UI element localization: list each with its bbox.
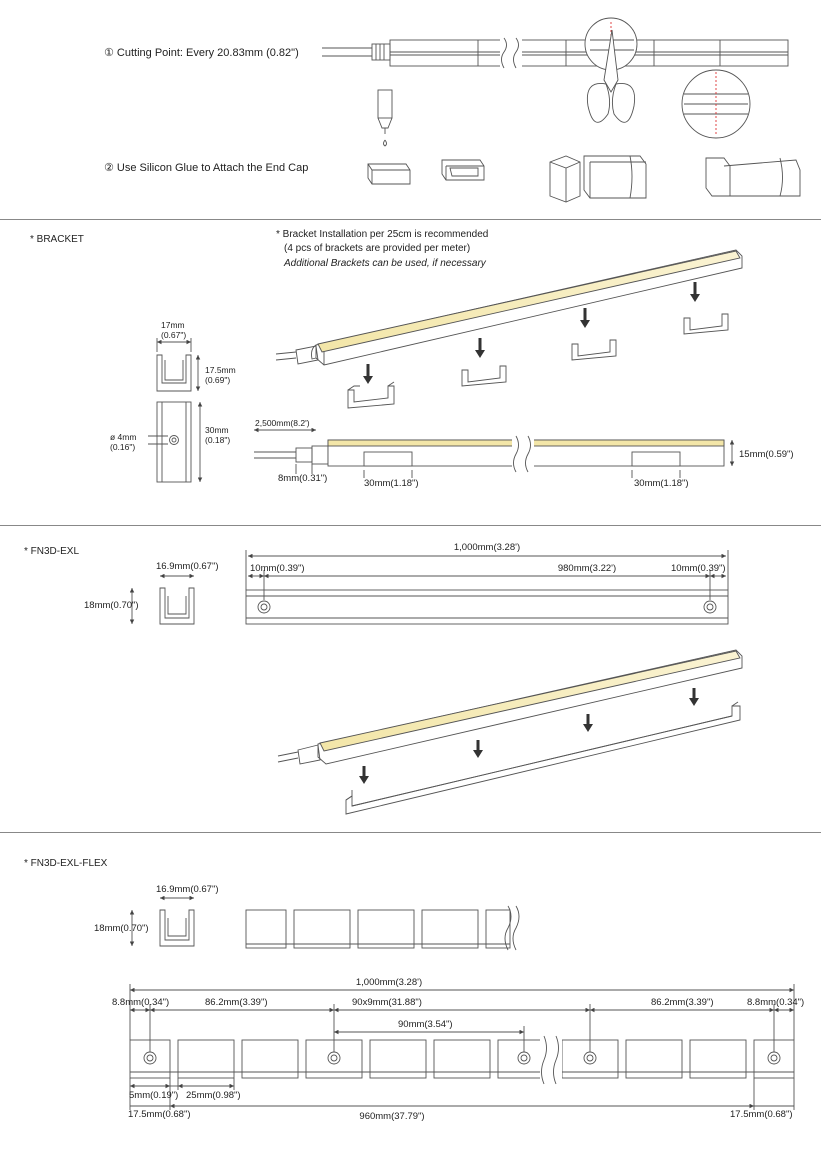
bracket-height-inch-label: (0.69") — [205, 375, 231, 385]
flex-section-title: * FN3D-EXL-FLEX — [24, 858, 108, 869]
profile-height-label: 15mm(0.59") — [739, 449, 794, 460]
bracket-width-inch-label: (0.67") — [161, 330, 187, 340]
exl-profile-section — [129, 573, 195, 625]
flex-left-end-label: 8.8mm(0.34") — [112, 997, 170, 1008]
flex-total-length-label: 1,000mm(3.28') — [355, 977, 423, 988]
exl-section-title: * FN3D-EXL — [24, 546, 80, 557]
bracket-hole-label: ø 4mm — [110, 432, 137, 442]
bracket-length-label: 30mm — [205, 425, 229, 435]
bracket-length-inch-label: (0.18") — [205, 435, 231, 445]
cable-length-label: 2,500mm(8.2') — [255, 418, 310, 428]
end-cap-note: ② Use Silicon Glue to Attach the End Cap — [104, 162, 309, 174]
end-cap-diagram — [367, 155, 801, 203]
exl-channel-front — [245, 550, 729, 625]
flex-channel-front — [129, 984, 795, 1110]
exl-total-length-label: 1,000mm(3.28') — [453, 542, 521, 553]
flex-right-end-label: 8.8mm(0.34") — [747, 997, 805, 1008]
bracket-spacing-label-2: 30mm(1.18") — [634, 478, 689, 489]
section-divider — [0, 525, 821, 526]
section-divider — [0, 832, 821, 833]
bracket-note-line3: Additional Brackets can be used, if nece… — [284, 258, 486, 269]
bracket-front-view — [156, 338, 201, 392]
exl-mid-length-label: 980mm(3.22') — [557, 563, 617, 574]
flex-inner-length-label: 960mm(37.79") — [359, 1111, 425, 1122]
bracket-section-title: * BRACKET — [30, 234, 84, 245]
flex-left-margin-label: 17.5mm(0.68") — [128, 1109, 191, 1120]
cutting-point-note: ① Cutting Point: Every 20.83mm (0.82") — [104, 47, 299, 59]
bracket-strip-iso — [275, 249, 743, 409]
flex-right-margin-label: 17.5mm(0.68") — [730, 1109, 793, 1120]
bracket-side-view — [148, 401, 203, 483]
section-divider — [0, 219, 821, 220]
exl-height-label: 18mm(0.70") — [84, 600, 139, 611]
flex-width-label: 16.9mm(0.67") — [156, 884, 219, 895]
exl-right-offset-label: 10mm(0.39") — [671, 563, 726, 574]
flex-profile-section — [129, 895, 195, 947]
flex-middle-span-label: 90x9mm(31.88") — [352, 997, 422, 1008]
exl-width-label: 16.9mm(0.67") — [156, 561, 219, 572]
cutting-strip-diagram — [322, 17, 789, 147]
flex-right-segment-label: 86.2mm(3.39") — [651, 997, 714, 1008]
bracket-spacing-label-1: 30mm(1.18") — [364, 478, 419, 489]
connector-length-label: 8mm(0.31") — [278, 473, 328, 484]
bracket-width-label: 17mm — [161, 320, 185, 330]
flex-segment-width-label: 25mm(0.98") — [186, 1090, 241, 1101]
exl-left-offset-label: 10mm(0.39") — [250, 563, 305, 574]
flex-segments-preview — [245, 905, 520, 951]
flex-height-label: 18mm(0.70") — [94, 923, 149, 934]
bracket-note-line2: (4 pcs of brackets are provided per mete… — [284, 243, 471, 254]
flex-pitch-label: 90mm(3.54") — [398, 1019, 453, 1030]
flex-left-segment-label: 86.2mm(3.39") — [205, 997, 268, 1008]
bracket-height-label: 17.5mm — [205, 365, 236, 375]
bracket-note-line1: * Bracket Installation per 25cm is recom… — [276, 229, 489, 240]
bracket-profile-side — [254, 427, 735, 478]
flex-gap-label: 5mm(0.19") — [129, 1090, 179, 1101]
exl-assembly-iso — [277, 649, 743, 815]
bracket-hole-inch-label: (0.16") — [110, 442, 136, 452]
